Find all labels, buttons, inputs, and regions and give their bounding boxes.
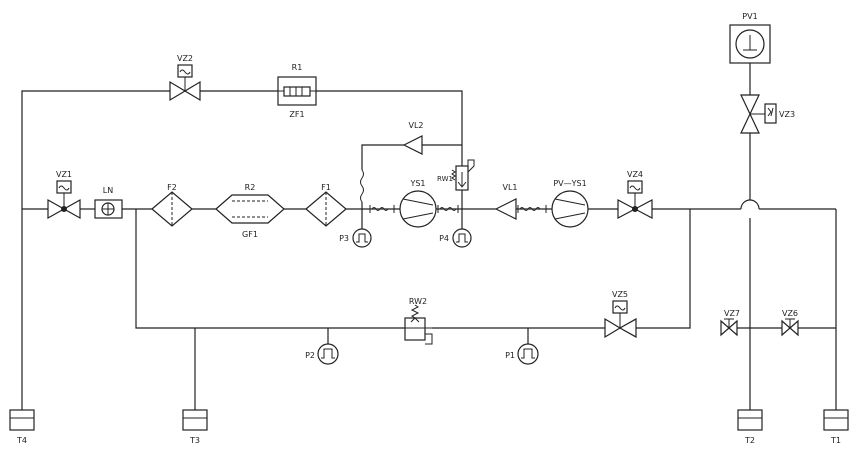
- tank-t3: T3: [182, 409, 208, 445]
- p3-gauge: P3: [339, 228, 372, 248]
- p4-gauge: P4: [439, 228, 472, 248]
- label-t1: T1: [830, 436, 841, 445]
- label-vl1: VL1: [502, 183, 517, 192]
- rw2-relief-valve: RW2: [404, 297, 433, 345]
- label-vz6: VZ6: [782, 309, 798, 318]
- label-rw2: RW2: [409, 297, 427, 306]
- label-vz7: VZ7: [724, 309, 740, 318]
- ln-flowmeter: LN: [94, 186, 123, 219]
- label-vz3: VZ3: [779, 110, 795, 119]
- label-vl2: VL2: [408, 121, 423, 130]
- f2-filter: F2: [151, 183, 193, 227]
- p2-gauge: P2: [305, 343, 339, 365]
- pv1-vacuum-gauge: PV1: [729, 12, 771, 64]
- vl1-nozzle: VL1: [494, 183, 518, 220]
- pv-ys1-pump: PV—YS1: [551, 179, 589, 228]
- f1-filter: F1: [305, 183, 347, 227]
- vz4-valve: VZ4: [617, 170, 653, 219]
- ys1-pump: YS1: [399, 179, 437, 228]
- label-vz2: VZ2: [177, 54, 193, 63]
- label-vz1: VZ1: [56, 170, 72, 179]
- label-r2: R2: [245, 183, 256, 192]
- label-pv1: PV1: [742, 12, 757, 21]
- label-vz5: VZ5: [612, 290, 628, 299]
- label-f1: F1: [321, 183, 331, 192]
- label-p1: P1: [505, 351, 515, 360]
- label-rw1: RW1: [437, 175, 453, 183]
- label-ys1: YS1: [409, 179, 425, 188]
- tank-t2: T2: [737, 409, 763, 445]
- vz6-valve: VZ6: [781, 309, 799, 337]
- rw1-relief-valve: RW1: [437, 159, 475, 191]
- vz5-valve: VZ5: [604, 290, 637, 339]
- pipe-lines: [21, 63, 837, 410]
- vz3-valve: VZ3: [740, 94, 795, 134]
- tank-t4: T4: [9, 409, 35, 445]
- label-t3: T3: [189, 436, 200, 445]
- label-ln: LN: [103, 186, 113, 195]
- label-p4: P4: [439, 234, 449, 243]
- vz7-valve: VZ7: [720, 309, 740, 337]
- label-r1: R1: [292, 63, 303, 72]
- label-t4: T4: [16, 436, 27, 445]
- p1-gauge: P1: [505, 343, 539, 365]
- label-vz4: VZ4: [627, 170, 643, 179]
- label-pv-ys1: PV—YS1: [553, 179, 586, 188]
- r1-heater: R1 ZF1: [277, 63, 317, 119]
- vz1-valve: VZ1: [47, 170, 81, 220]
- label-f2: F2: [167, 183, 177, 192]
- tank-t1: T1: [823, 409, 849, 445]
- flexible-hoses: [369, 205, 547, 213]
- label-gf1: GF1: [242, 230, 258, 239]
- vl2-nozzle: VL2: [402, 121, 424, 155]
- r2-filter-element: R2 GF1: [215, 183, 285, 239]
- label-p2: P2: [305, 351, 315, 360]
- label-zf1: ZF1: [289, 110, 304, 119]
- vz2-valve: VZ2: [169, 54, 201, 102]
- label-t2: T2: [744, 436, 755, 445]
- label-p3: P3: [339, 234, 349, 243]
